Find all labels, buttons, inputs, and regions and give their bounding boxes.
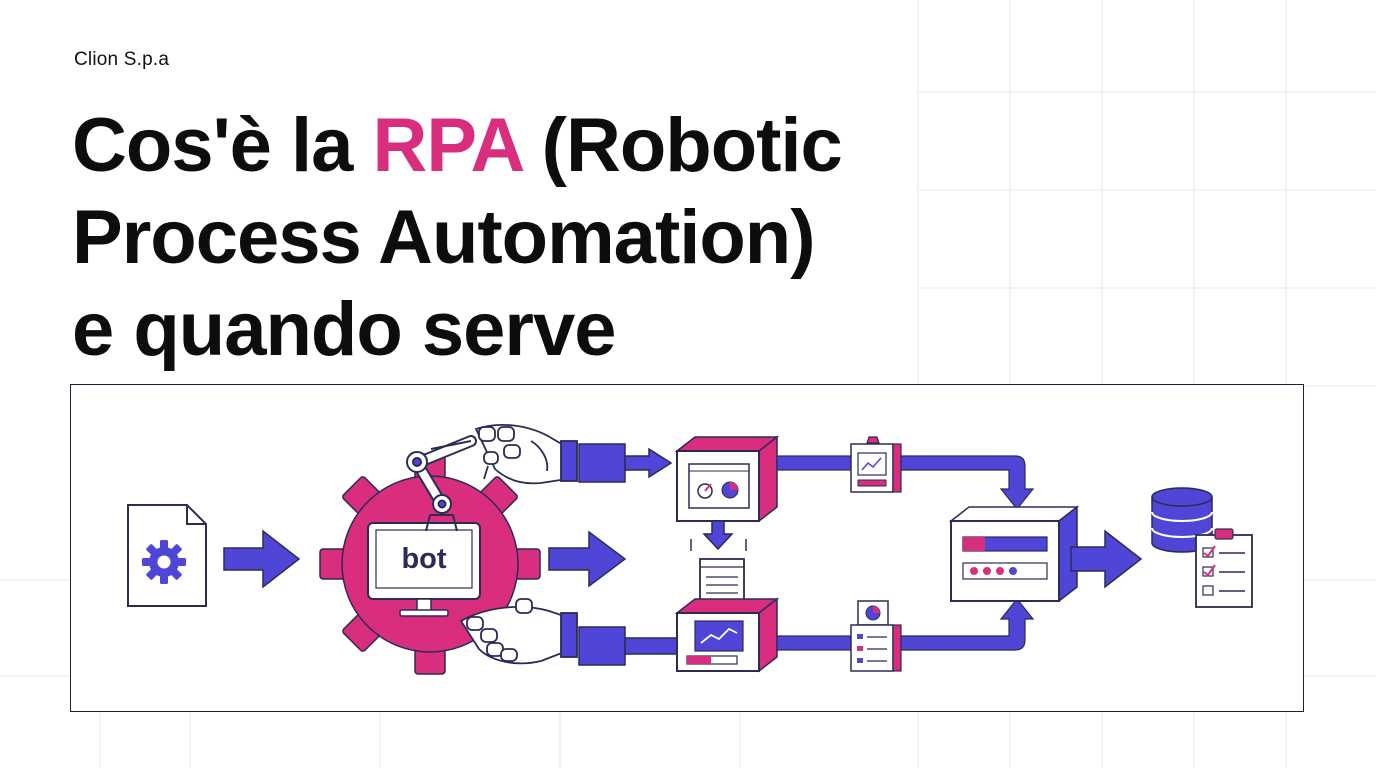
connector-line [624,637,678,655]
control-panel-box [948,505,1080,603]
chart-process-box [674,597,780,673]
flow-pipe [776,635,852,651]
rpa-process-diagram: bot [70,384,1304,712]
title-accent-rpa: RPA [372,103,523,188]
diagram-canvas: bot [127,424,1253,675]
page-title: Cos'è la RPA (Robotic Process Automation… [72,100,843,376]
title-line-3: e quando serve [72,287,617,372]
flow-arrow [1070,529,1143,589]
connector-block [578,626,626,666]
flow-pipe [900,598,1035,651]
motion-lines [690,539,747,551]
flow-arrow [548,530,627,588]
bot-label: bot [401,543,446,575]
robot-hand-icon [459,598,578,665]
mini-report-icon [850,600,902,672]
mini-chart-icon [850,436,902,493]
flow-arrow [702,520,734,551]
monitor-icon [367,522,481,617]
robotic-arm-icon [406,435,477,532]
title-line-2: Process Automation) [72,195,816,280]
checklist-icon [1195,528,1253,608]
robot-hand-icon [474,424,578,485]
flow-pipe [776,455,852,471]
flow-arrow [223,529,301,589]
flow-pipe [900,455,1035,510]
connector-block [578,443,626,483]
flow-arrow [624,447,673,479]
title-part-1: Cos'è la [72,103,373,188]
dashboard-process-box [674,435,780,523]
settings-document-icon [127,504,207,607]
company-name: Clion S.p.a [74,49,170,70]
title-part-2: (Robotic [521,103,843,188]
